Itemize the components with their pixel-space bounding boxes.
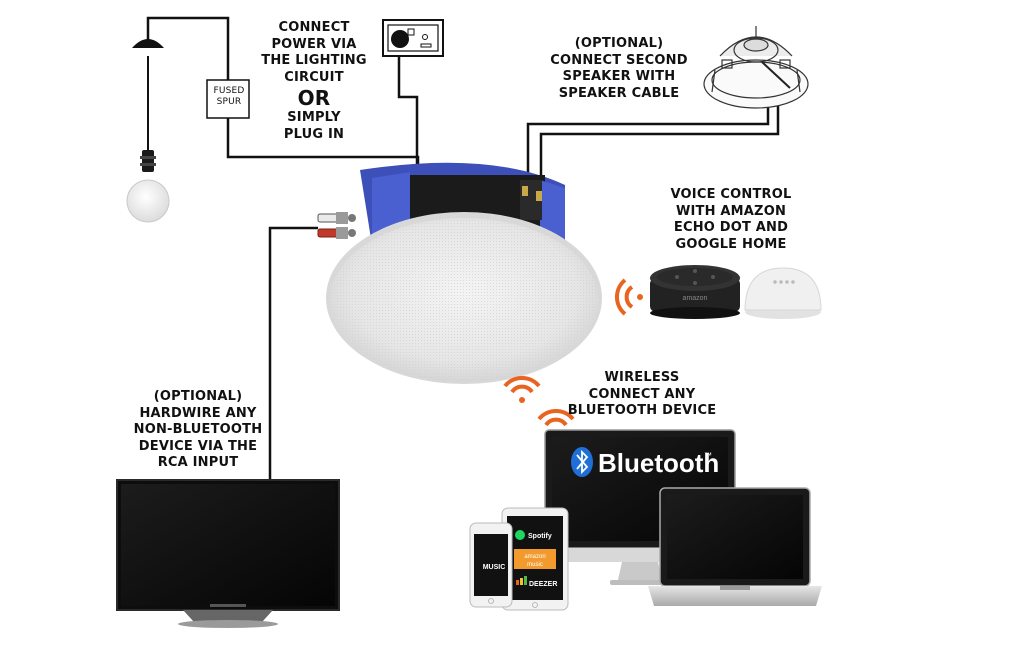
power-or: OR	[297, 86, 331, 110]
power-line-4: CIRCUIT	[284, 69, 344, 85]
bluetooth-icon	[571, 447, 593, 477]
fused-spur-line-2: SPUR	[216, 97, 242, 107]
echo-dot-icon	[650, 265, 740, 319]
spotify-text: Spotify	[528, 533, 552, 540]
apple-music-text: MUSIC	[483, 564, 506, 571]
wire-speaker-cable-1	[526, 95, 770, 190]
wall-socket-icon	[382, 19, 444, 57]
ceiling-speaker-icon	[326, 162, 602, 384]
tv-icon	[116, 479, 340, 628]
hardwire-line-5: RCA INPUT	[157, 455, 239, 470]
wires	[146, 16, 780, 484]
wireless-line-2: CONNECT ANY	[588, 386, 696, 402]
voice-control-line-2: WITH AMAZON	[675, 203, 787, 219]
hardwire-line-1: (OPTIONAL)	[153, 389, 243, 404]
bluetooth-wordmark: Bluetooth	[598, 448, 719, 478]
voice-control-line-4: GOOGLE HOME	[675, 236, 787, 252]
wifi-wave-icon	[503, 278, 643, 436]
macbook-icon	[648, 487, 822, 606]
voice-control-line-3: ECHO DOT AND	[673, 220, 789, 235]
echo-brand-text: amazon	[683, 295, 708, 302]
wireless-line-1: WIRELESS	[604, 370, 680, 385]
amazon-music-text-2: music	[527, 562, 543, 568]
bluetooth-trademark: ™	[704, 451, 712, 460]
second-speaker-line-2: CONNECT SECOND	[550, 52, 688, 68]
second-speaker-line-3: SPEAKER WITH	[562, 69, 676, 84]
wireless-line-3: BLUETOOTH DEVICE	[567, 403, 717, 418]
ipad-icon	[501, 507, 569, 611]
hardwire-label: (OPTIONAL) HARDWIRE ANY NON-BLUETOOTH DE…	[128, 389, 268, 472]
wire-socket-to-speaker	[397, 48, 419, 178]
power-line-6: PLUG IN	[283, 126, 345, 142]
hardwire-line-4: DEVICE VIA THE	[138, 438, 258, 454]
second-speaker-icon	[703, 26, 809, 109]
rca-connector-icon	[317, 212, 356, 239]
fused-spur-line-1: FUSED	[213, 86, 245, 96]
wire-rca-to-tv	[268, 226, 318, 484]
voice-control-line-1: VOICE CONTROL	[670, 187, 792, 202]
wireless-label: WIRELESS CONNECT ANY BLUETOOTH DEVICE	[562, 370, 722, 420]
second-speaker-label: (OPTIONAL) CONNECT SECOND SPEAKER WITH S…	[540, 36, 698, 102]
google-home-icon	[744, 267, 822, 319]
power-line-3: THE LIGHTING	[261, 53, 367, 68]
deezer-text: DEEZER	[529, 581, 557, 588]
power-label: CONNECT POWER VIA THE LIGHTING CIRCUIT O…	[254, 20, 374, 143]
hardwire-line-3: NON-BLUETOOTH	[133, 422, 263, 437]
iphone-icon	[469, 522, 513, 608]
second-speaker-line-1: (OPTIONAL)	[574, 36, 664, 51]
amazon-music-text-1: amazon	[524, 554, 545, 560]
fused-spur-label: FUSED SPUR	[211, 86, 247, 108]
voice-control-label: VOICE CONTROL WITH AMAZON ECHO DOT AND G…	[656, 187, 806, 253]
power-line-1: CONNECT	[278, 20, 350, 35]
fused-spur-box	[206, 79, 250, 119]
power-line-5: SIMPLY	[287, 110, 341, 125]
pendant-light-icon	[126, 39, 170, 223]
second-speaker-line-4: SPEAKER CABLE	[558, 85, 680, 101]
wire-light-to-spur	[146, 16, 230, 80]
hardwire-line-2: HARDWIRE ANY	[139, 405, 257, 421]
wire-speaker-cable-2	[539, 98, 780, 195]
power-line-2: POWER VIA	[271, 36, 357, 52]
